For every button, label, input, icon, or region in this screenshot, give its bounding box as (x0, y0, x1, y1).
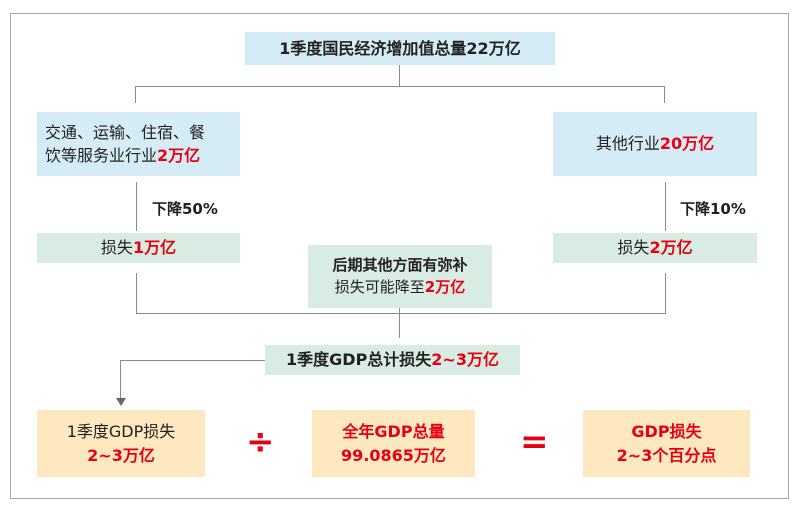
service-sector-value: 2万亿 (157, 146, 201, 165)
compensation-line1: 后期其他方面有弥补 (332, 255, 468, 274)
annual-gdp-label: 全年GDP总量 (342, 422, 445, 442)
service-loss-box: 损失1万亿 (37, 233, 240, 263)
annual-gdp-value: 99.0865万亿 (341, 445, 446, 465)
other-sector-label: 其他行业 (595, 134, 660, 154)
service-loss-value: 1万亿 (132, 238, 177, 258)
service-drop-label: 下降50% (152, 200, 218, 218)
connector (399, 65, 400, 86)
equals-icon: = (520, 422, 549, 462)
total-loss-value: 2~3万亿 (431, 350, 499, 370)
q1-gdp-loss-box: 1季度GDP损失 2~3万亿 (37, 410, 205, 477)
other-loss-value: 2万亿 (649, 238, 693, 258)
compensation-box: 后期其他方面有弥补 损失可能降至2万亿 (308, 245, 492, 308)
service-sector-line1: 交通、运输、住宿、餐 (45, 122, 206, 142)
connector (665, 182, 666, 231)
connector (120, 360, 121, 400)
connector (120, 360, 265, 361)
divide-icon: ÷ (246, 422, 275, 462)
top-total-box: 1季度国民经济增加值总量22万亿 (245, 32, 555, 65)
gdp-loss-result-box: GDP损失 2~3个百分点 (583, 410, 750, 477)
connector (136, 273, 137, 313)
connector (665, 273, 666, 313)
top-value: 22万亿 (466, 38, 521, 58)
other-sector-box: 其他行业20万亿 (553, 112, 757, 176)
gdp-loss-result-value: 2~3个百分点 (616, 445, 717, 465)
service-sector-box: 交通、运输、住宿、餐 饮等服务业行业2万亿 (37, 112, 240, 176)
connector (135, 86, 136, 103)
other-drop-label: 下降10% (680, 200, 746, 218)
total-loss-box: 1季度GDP总计损失2~3万亿 (265, 345, 520, 375)
other-loss-box: 损失2万亿 (553, 233, 757, 263)
gdp-loss-result-label: GDP损失 (631, 422, 702, 442)
annual-gdp-box: 全年GDP总量 99.0865万亿 (312, 410, 475, 477)
q1-gdp-loss-label: 1季度GDP损失 (66, 422, 176, 442)
arrow-head-icon (116, 398, 126, 406)
top-label: 1季度国民经济增加值总量 (279, 38, 467, 58)
q1-gdp-loss-value: 2~3万亿 (87, 445, 155, 465)
compensation-line2: 损失可能降至 (334, 277, 425, 296)
service-sector-line2: 饮等服务业行业 (45, 146, 158, 165)
other-sector-value: 20万亿 (659, 134, 715, 154)
total-loss-label: 1季度GDP总计损失 (286, 350, 432, 370)
connector (135, 86, 665, 87)
service-loss-label: 损失 (100, 238, 133, 258)
compensation-value: 2万亿 (424, 277, 466, 296)
connector (399, 308, 400, 338)
other-loss-label: 损失 (617, 238, 650, 258)
connector (136, 182, 137, 231)
diagram-frame (10, 13, 789, 499)
connector (664, 86, 665, 103)
connector (136, 313, 666, 314)
